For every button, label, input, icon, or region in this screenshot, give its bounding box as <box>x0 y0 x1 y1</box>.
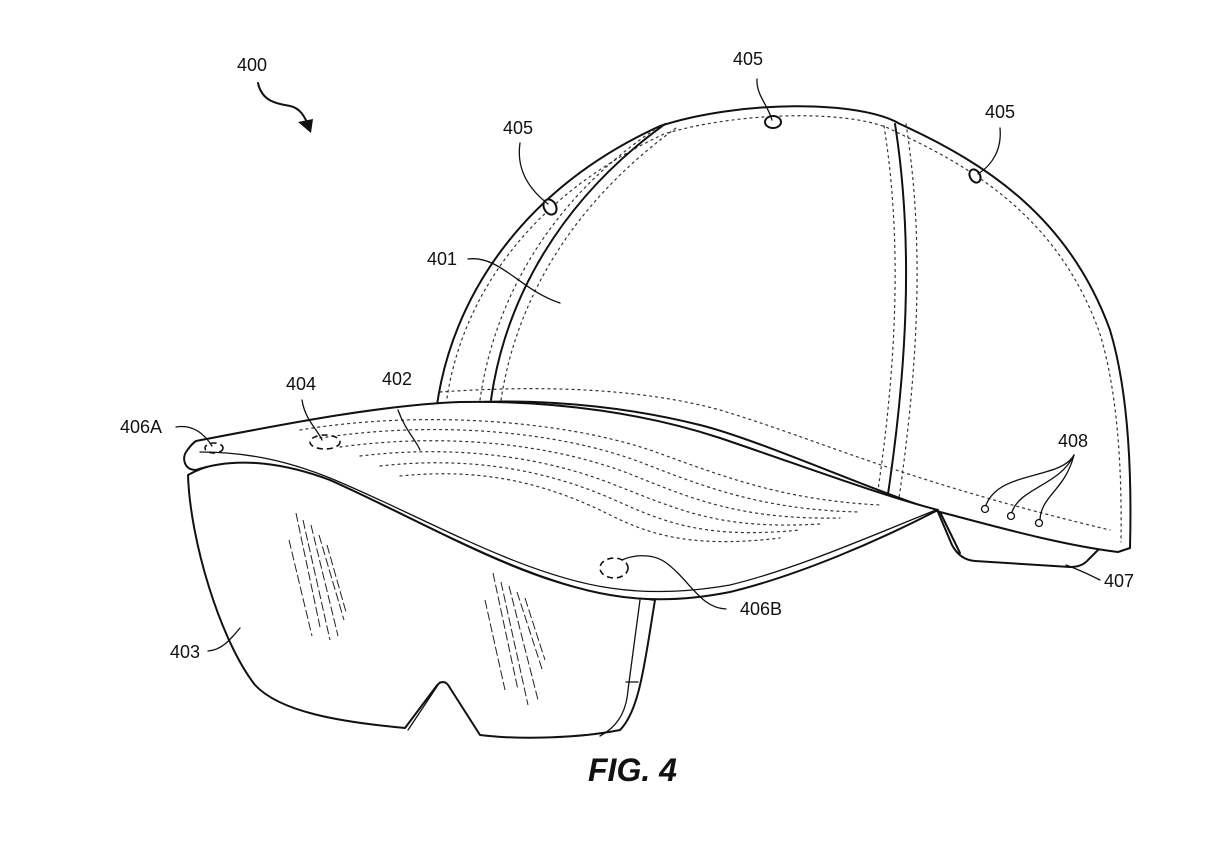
label-405-right: 405 <box>985 102 1015 122</box>
lens-403 <box>187 460 656 739</box>
label-406a: 406A <box>120 417 162 437</box>
leader-408-b <box>1011 454 1075 513</box>
label-402: 402 <box>382 369 412 389</box>
arrow-head-icon <box>298 119 313 133</box>
sensor-404 <box>309 434 341 450</box>
brim-402 <box>183 400 939 601</box>
label-401: 401 <box>427 249 457 269</box>
leader-404 <box>301 399 323 441</box>
hinge-406b <box>599 557 629 579</box>
leader-402 <box>397 409 421 451</box>
crown-401 <box>436 105 1132 553</box>
label-400: 400 <box>237 55 267 75</box>
indicator-light-2 <box>1006 511 1016 521</box>
leader-406a <box>175 425 213 447</box>
label-407: 407 <box>1104 571 1134 591</box>
label-403: 403 <box>170 642 200 662</box>
hinge-406a <box>204 442 224 454</box>
label-404: 404 <box>286 374 316 394</box>
eyelet-top-405 <box>764 115 782 129</box>
leader-408-a <box>985 454 1075 506</box>
leader-408-c <box>1039 454 1075 520</box>
reference-arrow <box>257 82 309 125</box>
leader-405-left <box>518 142 549 205</box>
label-408: 408 <box>1058 431 1088 451</box>
leader-406b <box>621 555 727 610</box>
leader-405-right <box>977 127 1001 175</box>
label-405-top: 405 <box>733 49 763 69</box>
indicator-light-3 <box>1034 518 1044 528</box>
indicator-light-1 <box>980 504 990 514</box>
label-405-left: 405 <box>503 118 533 138</box>
strap-module-407 <box>937 511 1101 568</box>
leader-407 <box>1065 564 1101 581</box>
leader-405-top <box>756 78 773 121</box>
label-406b: 406B <box>740 599 782 619</box>
figure-caption: FIG. 4 <box>588 752 677 788</box>
leader-403 <box>207 627 241 652</box>
leader-401 <box>467 258 561 304</box>
